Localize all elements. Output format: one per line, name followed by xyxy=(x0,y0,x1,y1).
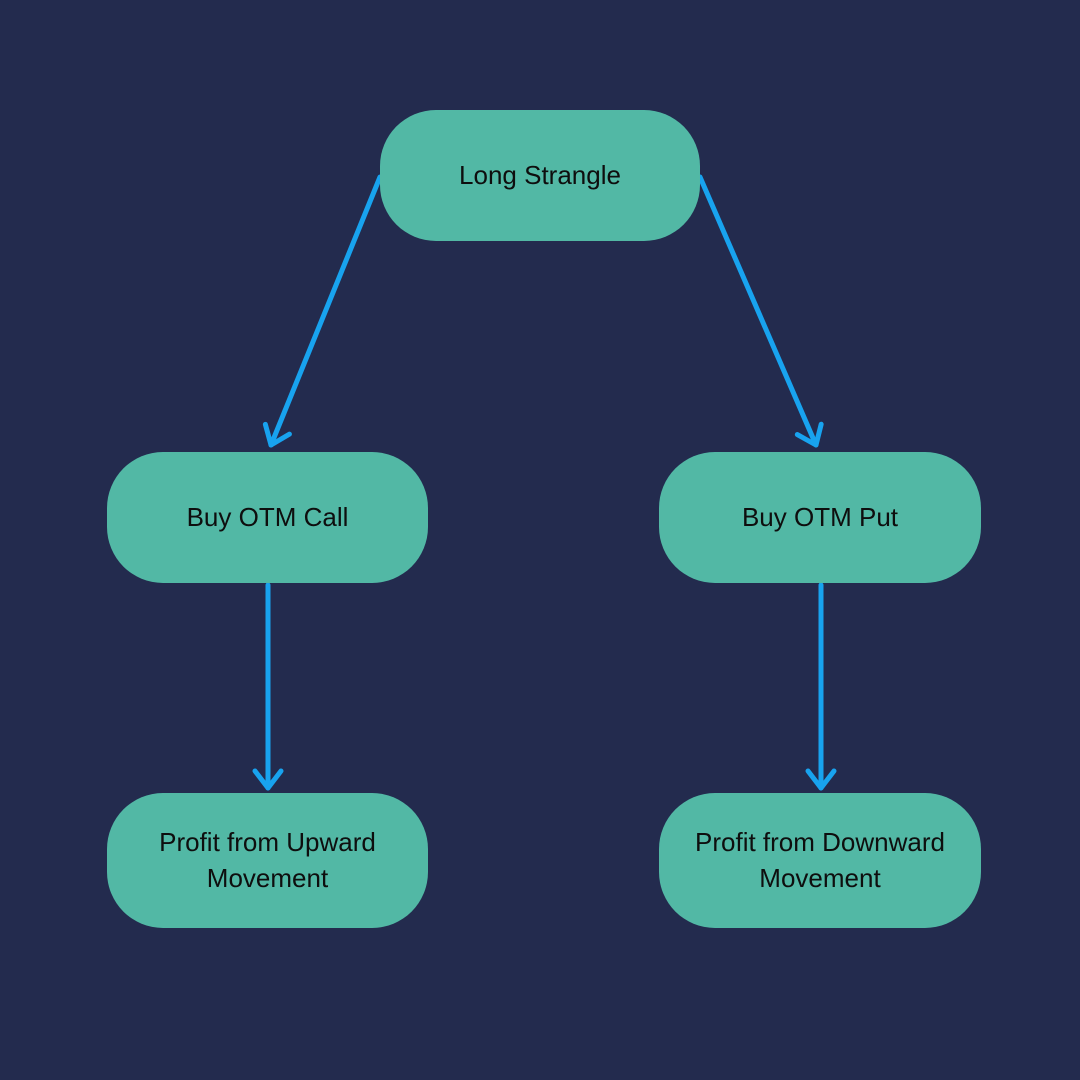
node-long-strangle-label: Long Strangle xyxy=(459,159,621,190)
node-buy-otm-call: Buy OTM Call xyxy=(107,452,428,583)
edge-root-to-right-child xyxy=(697,174,824,448)
node-buy-otm-put: Buy OTM Put xyxy=(659,452,981,583)
edge-root-to-left-child xyxy=(262,174,383,448)
node-profit-upward: Profit from Upward Movement xyxy=(107,793,428,928)
node-buy-otm-call-label: Buy OTM Call xyxy=(186,501,349,532)
node-long-strangle: Long Strangle xyxy=(380,110,700,241)
node-profit-upward-label: Profit from Upward Movement xyxy=(159,827,376,893)
node-profit-downward-label: Profit from Downward Movement xyxy=(695,827,945,893)
node-profit-downward: Profit from Downward Movement xyxy=(659,793,981,928)
node-buy-otm-put-label: Buy OTM Put xyxy=(741,501,899,532)
